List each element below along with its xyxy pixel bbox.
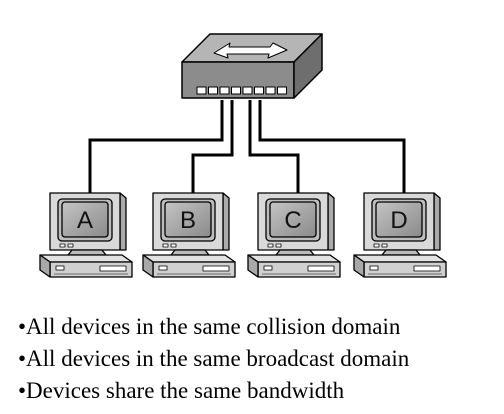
hub-port (219, 86, 230, 95)
hub-port (196, 86, 207, 95)
hub-port (231, 86, 241, 95)
computer-c-icon: C (247, 192, 341, 278)
hub-side (293, 33, 323, 99)
computer-label: B (180, 207, 196, 234)
bullet-list: •All devices in the same collision domai… (18, 311, 409, 407)
hub-port (277, 86, 287, 95)
hub-port (242, 86, 253, 95)
bullet-shared-bandwidth: •Devices share the same bandwidth (18, 378, 345, 403)
hub-port (265, 86, 276, 95)
network-cables (88, 100, 406, 200)
cable-d (258, 100, 406, 200)
computer-label: C (284, 207, 301, 234)
hub-icon (181, 33, 323, 99)
computer-b-icon: B (142, 192, 236, 278)
cable-b (191, 100, 234, 200)
hub-port (254, 86, 264, 95)
computers: A B C D (39, 192, 447, 278)
double-arrow-icon (213, 42, 288, 59)
computer-d-icon: D (353, 192, 447, 278)
bullet-broadcast-domain: •All devices in the same broadcast domai… (18, 346, 410, 371)
cable-c (248, 100, 300, 200)
cable-a (88, 100, 224, 200)
bullet-collision-domain: •All devices in the same collision domai… (18, 314, 401, 339)
hub-ports (196, 86, 287, 95)
computer-a-icon: A (39, 192, 133, 278)
hub-port (208, 86, 218, 95)
computer-label: A (77, 207, 93, 234)
hub-network-diagram: A B C D (39, 33, 447, 278)
computer-label: D (390, 207, 407, 234)
